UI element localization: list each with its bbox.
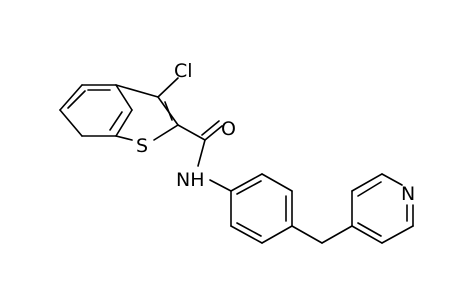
phenylene-ring — [209, 173, 293, 244]
amide-group — [177, 120, 223, 167]
pyridine-ring — [351, 173, 414, 244]
pyridine-nitrogen-label: N — [401, 183, 415, 205]
benzo-ring — [59, 84, 133, 137]
oxygen-label: O — [221, 118, 236, 140]
methylene-bridge — [291, 225, 353, 244]
chlorine-bond — [157, 77, 179, 98]
sulfur-label: S — [136, 135, 148, 157]
chlorine-label: Cl — [174, 60, 193, 82]
thiophene-ring — [115, 84, 179, 141]
amide-nitrogen-label: NH — [176, 169, 205, 191]
